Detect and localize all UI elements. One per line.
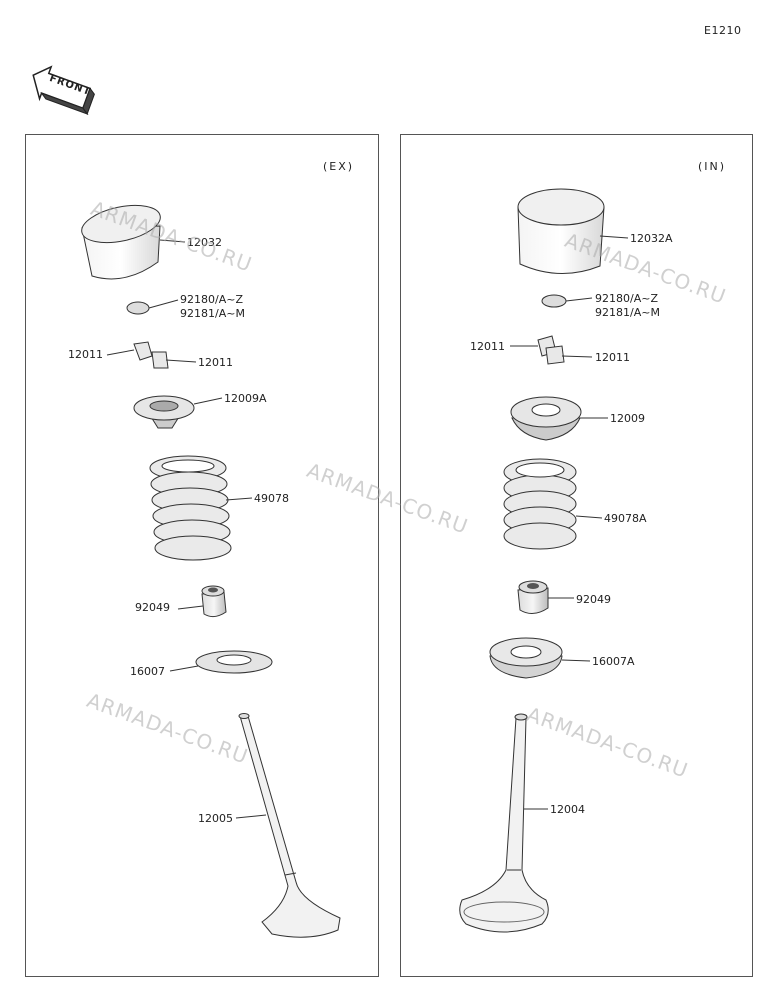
in-cotter-right (545, 345, 565, 365)
in-cotter-left-label: 12011 (470, 340, 505, 353)
ex-stem-seal-label: 92049 (135, 601, 170, 614)
in-shim-label-b: 92181/A~M (595, 306, 660, 319)
ex-tappet (81, 204, 161, 280)
ex-retainer-label: 12009A (224, 392, 267, 405)
in-stem-seal (517, 580, 549, 614)
in-shim (541, 294, 567, 308)
ex-shim-label-b: 92181/A~M (180, 307, 245, 320)
ex-spring-seat-label: 16007 (130, 665, 165, 678)
ex-cotter-right (151, 351, 169, 369)
ex-shim-label-a: 92180/A~Z (180, 293, 243, 306)
in-spring-label: 49078A (604, 512, 647, 525)
ex-retainer (133, 395, 195, 429)
in-cotter-right-label: 12011 (595, 351, 630, 364)
ex-spring-label: 49078 (254, 492, 289, 505)
ex-spring-seat (195, 650, 273, 674)
in-valve-label: 12004 (550, 803, 585, 816)
ex-tappet-label: 12032 (187, 236, 222, 249)
ex-stem-seal (201, 585, 227, 618)
in-valve (459, 713, 549, 933)
ex-shim (126, 301, 150, 315)
ex-cotter-left (133, 341, 153, 361)
exhaust-tag: (EX) (323, 160, 355, 173)
in-retainer (510, 396, 582, 441)
in-retainer-label: 12009 (610, 412, 645, 425)
ex-valve-label: 12005 (198, 812, 233, 825)
in-spring (503, 458, 577, 550)
in-shim-label-a: 92180/A~Z (595, 292, 658, 305)
in-tappet (517, 188, 605, 274)
ex-valve (238, 713, 341, 938)
diagram-code: E1210 (704, 24, 742, 37)
in-stem-seal-label: 92049 (576, 593, 611, 606)
ex-spring (149, 455, 232, 561)
ex-cotter-left-label: 12011 (68, 348, 103, 361)
in-spring-seat (489, 637, 563, 679)
intake-tag: (IN) (698, 160, 727, 173)
in-spring-seat-label: 16007A (592, 655, 635, 668)
intake-panel (400, 134, 753, 977)
ex-cotter-right-label: 12011 (198, 356, 233, 369)
in-tappet-label: 12032A (630, 232, 673, 245)
